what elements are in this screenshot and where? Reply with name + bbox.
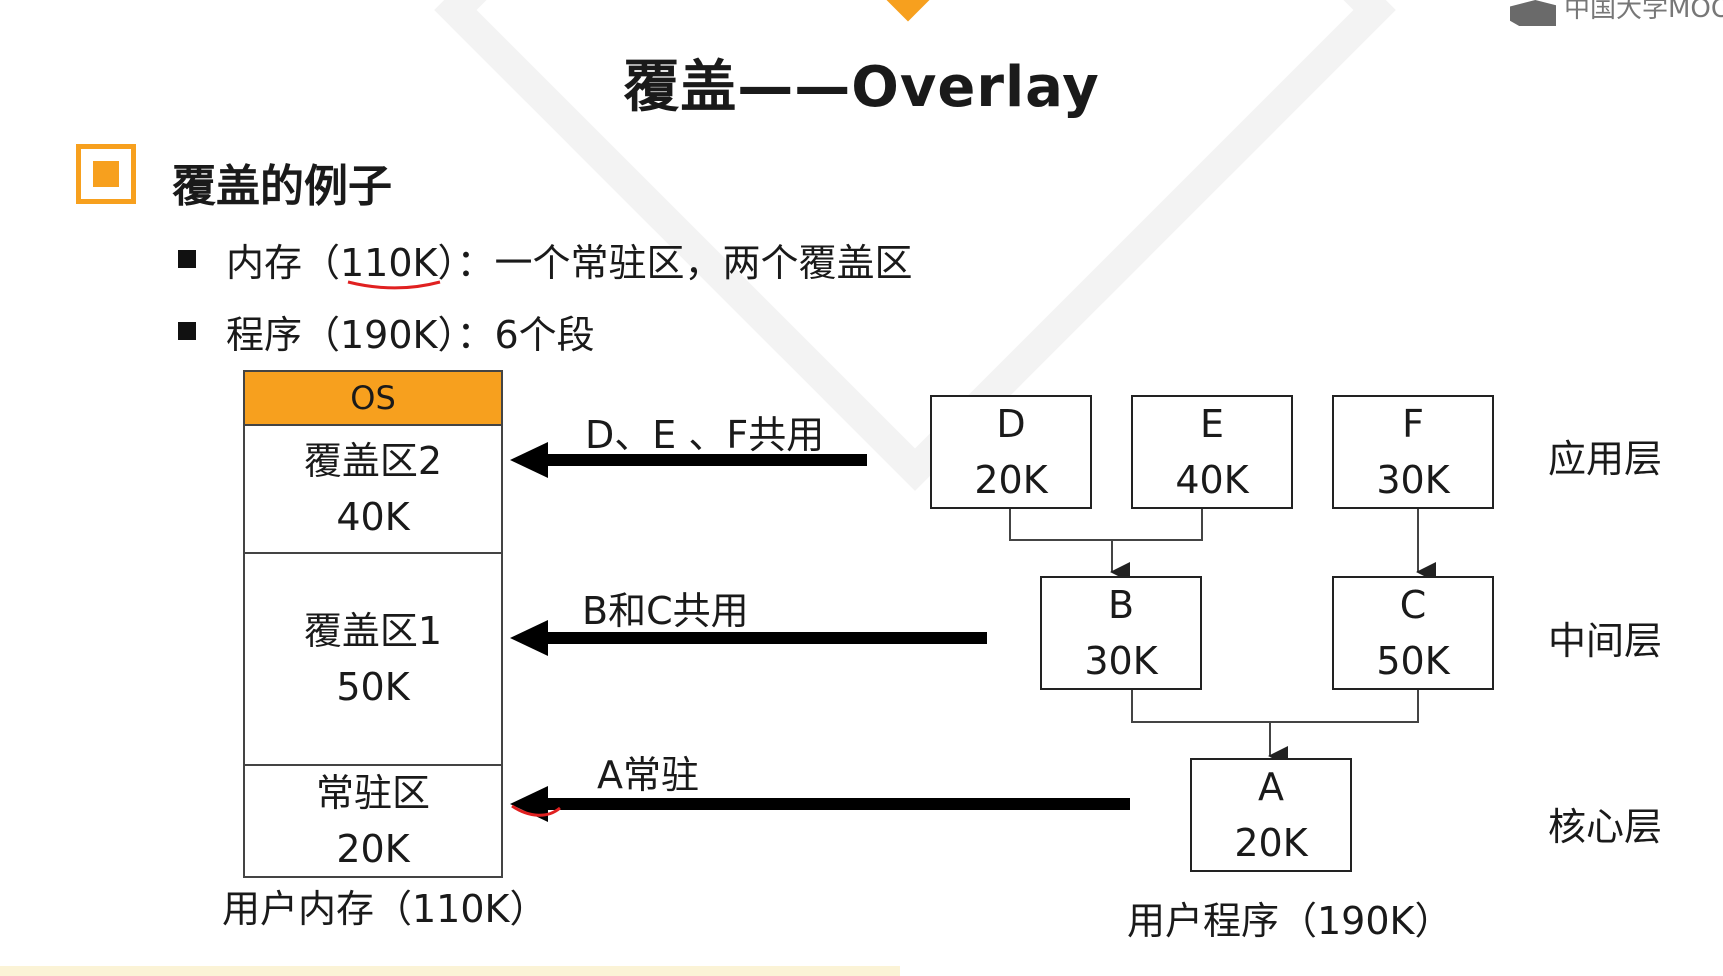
section-title: 覆盖的例子 (172, 161, 392, 212)
bullet-memory: 内存（110K）：一个常驻区，两个覆盖区 (226, 241, 913, 285)
bullet-square-icon (178, 322, 196, 340)
segment-e-box: E 40K (1131, 395, 1293, 509)
memory-overlay1-size: 50K (336, 665, 410, 709)
memory-resident-name: 常驻区 (315, 771, 430, 815)
arrow-label-top: D、E 、F共用 (585, 413, 825, 457)
memory-os-block: OS (243, 370, 503, 426)
slide-title: 覆盖——Overlay (623, 55, 1100, 120)
bullet-program: 程序（190K）：6个段 (226, 313, 595, 357)
memory-caption: 用户内存（110K） (222, 887, 548, 931)
segment-c-size: 50K (1376, 639, 1450, 683)
segment-a-size: 20K (1234, 821, 1308, 865)
memory-resident-block: 常驻区 20K (243, 764, 503, 878)
arrow-line-top (545, 454, 867, 466)
arrow-head-top-icon (510, 442, 548, 478)
connector-de (1009, 508, 1203, 541)
section-square-icon (76, 144, 136, 204)
program-caption: 用户程序（190K） (1127, 899, 1453, 943)
segment-e-name: E (1199, 402, 1224, 446)
segment-a-box: A 20K (1190, 758, 1352, 872)
mooc-logo: 中国大学MOOC (1510, 0, 1723, 30)
segment-b-box: B 30K (1040, 576, 1202, 690)
memory-overlay2-block: 覆盖区2 40K (243, 424, 503, 554)
red-underline-annotation (347, 280, 441, 290)
bottom-strip-decoration (0, 966, 900, 976)
layer-label-middle: 中间层 (1548, 619, 1663, 663)
segment-e-size: 40K (1175, 458, 1249, 502)
segment-b-size: 30K (1084, 639, 1158, 683)
arrow-label-middle: B和C共用 (582, 589, 749, 633)
memory-overlay1-name: 覆盖区1 (303, 609, 443, 653)
memory-overlay2-name: 覆盖区2 (303, 439, 443, 483)
memory-os-label: OS (350, 379, 396, 417)
bullet-square-icon (178, 250, 196, 268)
segment-f-name: F (1402, 402, 1424, 446)
layer-label-core: 核心层 (1548, 805, 1663, 849)
memory-overlay2-size: 40K (336, 495, 410, 539)
segment-c-name: C (1399, 583, 1427, 627)
segment-d-name: D (996, 402, 1026, 446)
segment-f-box: F 30K (1332, 395, 1494, 509)
segment-f-size: 30K (1376, 458, 1450, 502)
red-annotation-mark (511, 804, 561, 817)
arrow-head-middle-icon (510, 620, 548, 656)
segment-c-box: C 50K (1332, 576, 1494, 690)
segment-d-size: 20K (974, 458, 1048, 502)
layer-label-app: 应用层 (1548, 437, 1663, 481)
arrow-line-bottom (545, 798, 1130, 810)
memory-overlay1-block: 覆盖区1 50K (243, 552, 503, 766)
arrow-label-bottom: A常驻 (597, 753, 699, 797)
segment-b-name: B (1107, 583, 1135, 627)
connector-bc (1131, 690, 1419, 723)
memory-resident-size: 20K (336, 827, 410, 871)
segment-a-name: A (1258, 765, 1284, 809)
arrow-line-middle (545, 632, 987, 644)
mooc-logo-text: 中国大学MOOC (1564, 0, 1723, 24)
segment-d-box: D 20K (930, 395, 1092, 509)
